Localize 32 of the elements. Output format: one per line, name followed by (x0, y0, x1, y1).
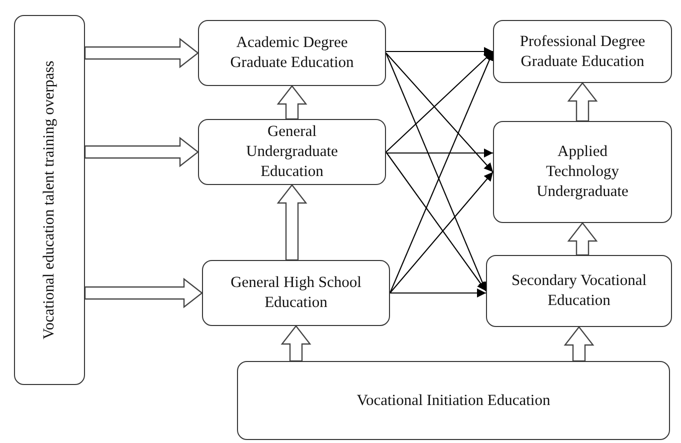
block-arrow (280, 325, 312, 362)
block-arrow (276, 85, 308, 120)
arrow (386, 47, 493, 56)
arrow (386, 148, 493, 158)
rounded-box (237, 361, 670, 440)
node-text: Applied Technology Undergraduate (536, 142, 630, 202)
node-text: Professional Degree Graduate Education (518, 32, 646, 72)
block-arrow (276, 184, 308, 261)
arrow (386, 51, 494, 152)
block-arrow (84, 136, 199, 168)
block-arrow (564, 326, 594, 362)
rounded-box (198, 119, 386, 185)
node-text: Secondary Vocational Education (510, 271, 648, 311)
block-arrow (567, 222, 598, 256)
arrow (390, 172, 494, 294)
arrow (390, 288, 486, 298)
block-arrow (567, 82, 598, 122)
node-text: General High School Education (230, 273, 362, 313)
rounded-box (493, 20, 672, 83)
block-arrow (84, 38, 199, 68)
arrow (386, 152, 486, 292)
rounded-box (493, 121, 672, 223)
block-arrow (84, 278, 203, 308)
rounded-box (198, 20, 386, 86)
node-text: Academic Degree Graduate Education (229, 33, 355, 73)
node-text: Vocational Initiation Education (356, 390, 550, 410)
rounded-box (202, 260, 390, 326)
rounded-box (486, 255, 672, 327)
node-text: Vocational education talent training overpass (40, 60, 58, 340)
rounded-box (14, 15, 85, 385)
arrow (386, 52, 494, 172)
node-text: General Undergraduate Education (245, 122, 339, 182)
